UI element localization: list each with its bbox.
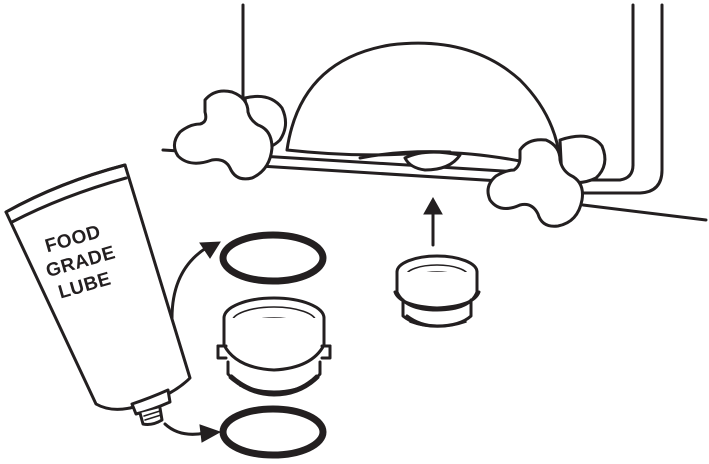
o-ring-icon xyxy=(223,409,323,455)
arrow-icon xyxy=(172,242,220,318)
valve-seat-icon xyxy=(218,298,330,394)
lube-tube-icon xyxy=(6,165,190,425)
arrow-icon xyxy=(165,424,220,442)
o-ring-icon xyxy=(223,235,323,281)
valve-seat-icon xyxy=(395,256,479,327)
arrow-icon xyxy=(424,198,442,245)
